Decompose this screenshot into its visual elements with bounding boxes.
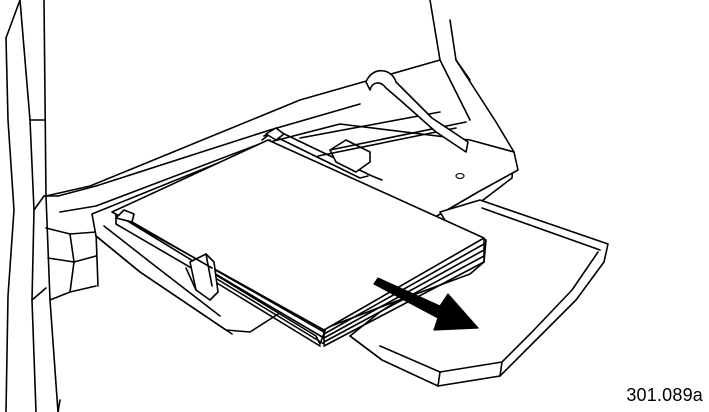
paper-guide (115, 127, 285, 301)
direction-arrow (373, 277, 479, 331)
figure-code: 301.089a (626, 385, 703, 405)
printer-body (5, 0, 515, 412)
